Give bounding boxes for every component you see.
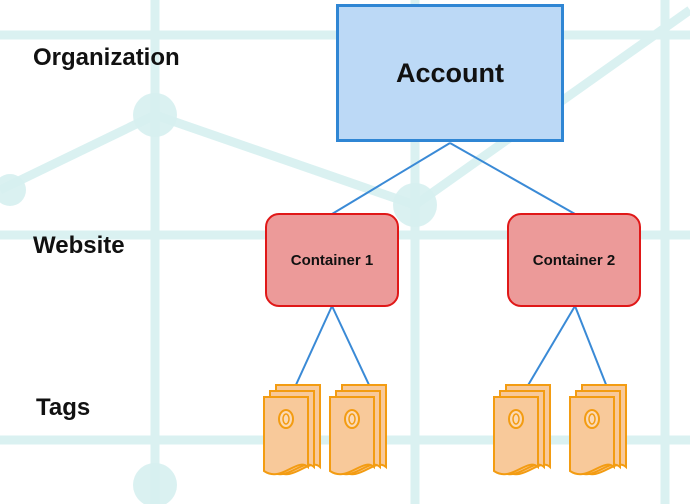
tag-icon — [569, 384, 627, 476]
level-label-tags: Tags — [36, 394, 91, 421]
container-node-2: Container 2 — [507, 213, 641, 307]
container-label: Container 1 — [290, 251, 374, 269]
tag-ring-icon — [278, 409, 294, 429]
tag-ring-icon — [508, 409, 524, 429]
tag-ring-inner — [282, 413, 290, 425]
tag-ring-inner — [348, 413, 356, 425]
connector-container-2-tag-2 — [574, 305, 608, 388]
container-node-1: Container 1 — [265, 213, 399, 307]
connector-account-container-2 — [449, 142, 576, 215]
connector-account-container-1 — [331, 142, 451, 215]
tag-icon — [493, 384, 551, 476]
connector-container-1-tag-2 — [331, 305, 371, 388]
tag-icon — [329, 384, 387, 476]
connector-container-2-tag-1 — [526, 305, 576, 388]
tag-sheet — [329, 396, 375, 476]
container-label: Container 2 — [532, 251, 616, 269]
account-label: Account — [396, 57, 504, 88]
tag-ring-icon — [584, 409, 600, 429]
account-node: Account — [336, 4, 564, 142]
tag-ring-icon — [344, 409, 360, 429]
tag-sheet — [569, 396, 615, 476]
tag-icon — [263, 384, 321, 476]
level-label-website: Website — [33, 232, 125, 259]
tag-sheet — [493, 396, 539, 476]
tag-ring-inner — [588, 413, 596, 425]
tag-ring-inner — [512, 413, 520, 425]
level-label-organization: Organization — [33, 44, 180, 71]
connector-container-1-tag-1 — [294, 305, 333, 388]
tag-sheet — [263, 396, 309, 476]
